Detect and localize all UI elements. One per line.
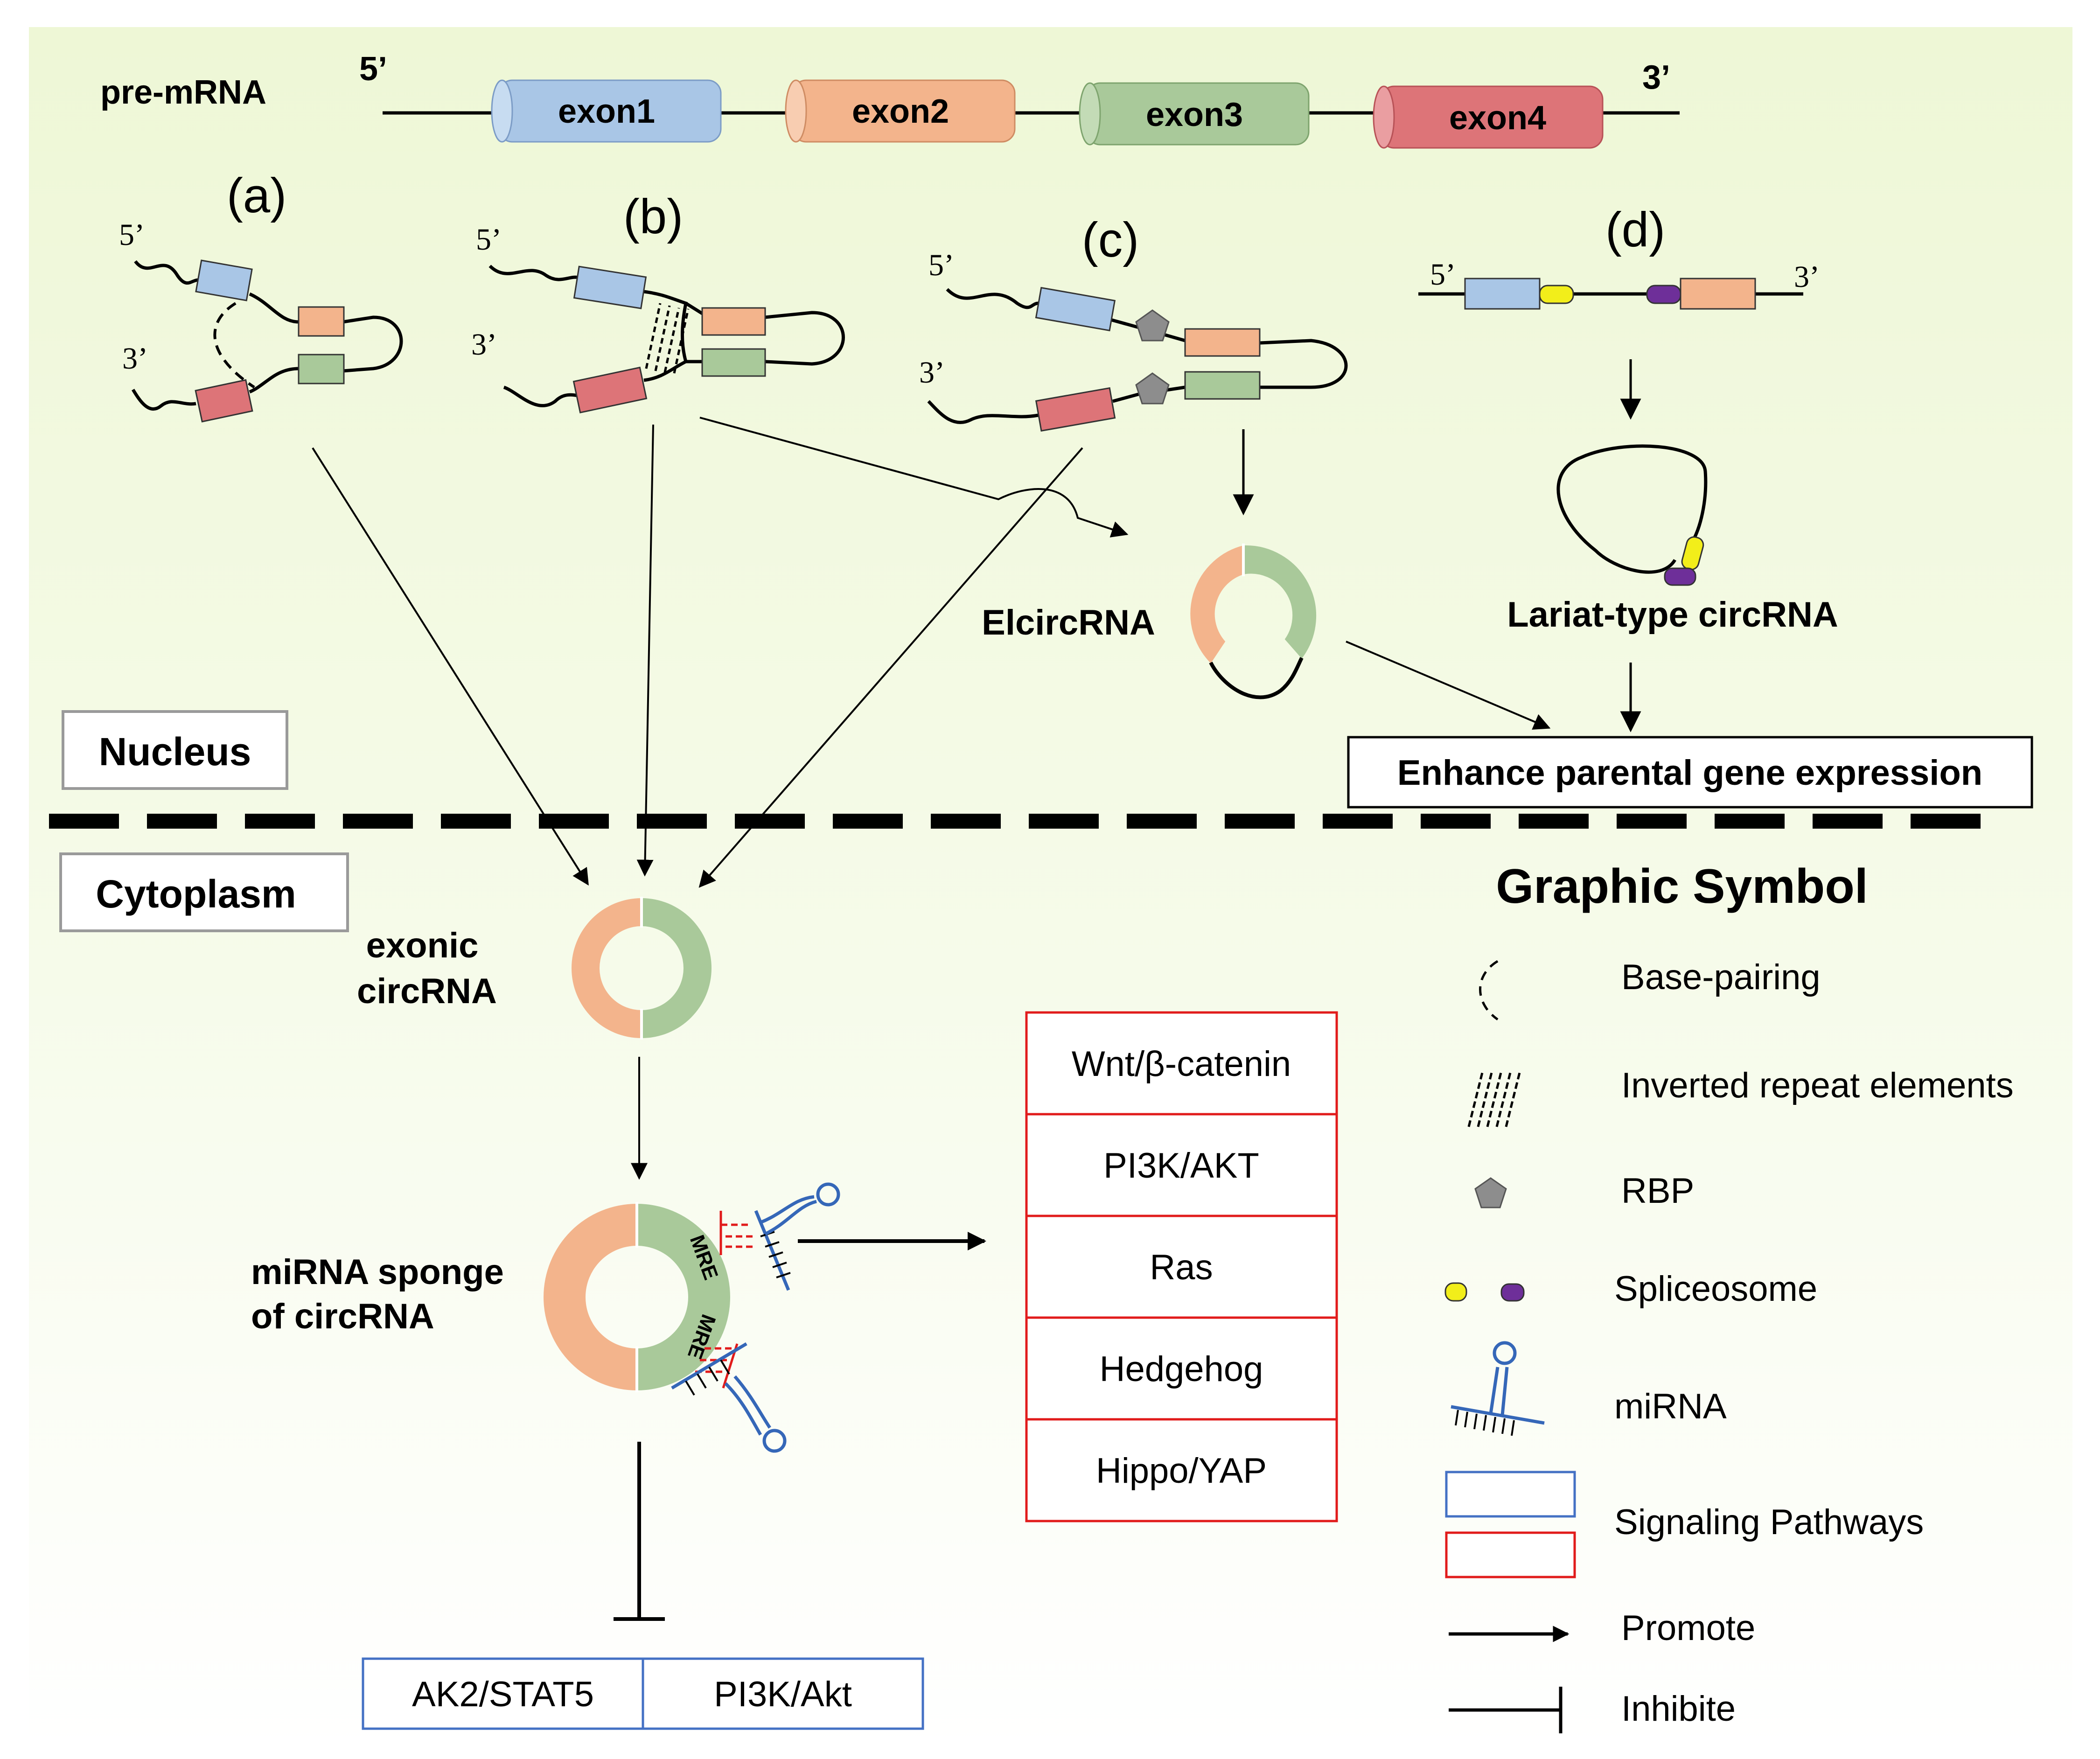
premrna-label: pre-mRNA [100, 74, 266, 111]
mechanism-b: (b) 5’ 3’ [471, 189, 845, 414]
exonic-circrna: exonic circRNA [357, 897, 712, 1040]
pathway-label: Hippo/YAP [1096, 1451, 1267, 1491]
sponge-label-line2: of circRNA [251, 1297, 434, 1336]
legend-label: Promote [1621, 1608, 1755, 1648]
exon2-label: exon2 [852, 93, 949, 130]
pathway-label: Ras [1150, 1248, 1213, 1287]
legend-label: RBP [1621, 1171, 1694, 1211]
inhibited-pathway-label: PI3K/Akt [714, 1675, 852, 1714]
premrna-strand: pre-mRNA 5’ 3’ exon1 exon2 exon3 exon4 [100, 50, 1680, 149]
mirna-icon [1451, 1341, 1545, 1436]
lariat-label: Lariat-type circRNA [1507, 595, 1838, 635]
mechanism-d-label: (d) [1605, 202, 1665, 257]
pathway-cell [1025, 1011, 1338, 1116]
pathway-cell [1025, 1215, 1338, 1319]
exonic-label-line2: circRNA [357, 971, 497, 1011]
mirna-sponge: MRE MRE [251, 1182, 840, 1453]
mechanism-c: (c) 5’ 3’ [919, 213, 1348, 432]
mirna-bottom [671, 1342, 787, 1453]
rbp-pentagon-bottom [1135, 372, 1170, 405]
cytoplasm-box: Cytoplasm [59, 852, 349, 932]
pathway-label: Hedgehog [1100, 1349, 1263, 1389]
mechanism-d-five-prime: 5’ [1430, 258, 1456, 292]
premrna-three-prime: 3’ [1642, 59, 1670, 96]
inhibited-pathway-label: AK2/STAT5 [412, 1675, 594, 1714]
exonic-label-line1: exonic [366, 926, 479, 965]
mechanism-a-label: (a) [227, 168, 286, 223]
mechanism-b-five-prime: 5’ [476, 223, 502, 257]
pathway-box-icon [1445, 1471, 1576, 1578]
legend: Graphic Symbol Base-pairing Inverted rep… [1444, 859, 2014, 1733]
exon2-cylinder: exon2 [785, 79, 1016, 143]
legend-label: miRNA [1614, 1387, 1727, 1426]
mechanism-d: (d) 5’ 3’ Lariat-type circRNA [1418, 202, 1838, 733]
exon1-cylinder: exon1 [491, 79, 722, 143]
enhance-box: Enhance parental gene expression [1347, 736, 2033, 809]
mechanism-b-label: (b) [623, 189, 683, 244]
inhibit-symbol [614, 1442, 665, 1621]
mirna-top [719, 1182, 840, 1291]
enhance-label: Enhance parental gene expression [1397, 753, 1982, 793]
exon4-cylinder: exon4 [1373, 85, 1604, 149]
premrna-five-prime: 5’ [359, 50, 387, 88]
mechanism-d-three-prime: 3’ [1794, 260, 1820, 294]
promoted-pathways: Wnt/β-catenin PI3K/AKT Ras Hedgehog Hipp… [1025, 1011, 1338, 1522]
sponge-label-line1: miRNA sponge [251, 1252, 504, 1292]
mechanism-c-label: (c) [1082, 213, 1139, 267]
mechanism-a-three-prime: 3’ [122, 342, 148, 376]
mechanism-b-three-prime: 3’ [471, 328, 497, 362]
legend-label: Spliceosome [1614, 1269, 1817, 1309]
rbp-pentagon-top [1135, 309, 1170, 342]
pathway-label: Wnt/β-catenin [1072, 1044, 1291, 1084]
pathway-cell [1025, 1418, 1338, 1522]
elcircrna: ElcircRNA [982, 429, 1551, 730]
mechanism-c-five-prime: 5’ [928, 248, 954, 282]
arrows-to-exonic [312, 417, 1129, 888]
legend-label: Signaling Pathways [1614, 1502, 1924, 1542]
cytoplasm-label: Cytoplasm [96, 872, 296, 916]
rbp-pentagon-icon [1474, 1177, 1507, 1208]
mechanism-a-five-prime: 5’ [119, 218, 145, 252]
elcircrna-label: ElcircRNA [982, 603, 1155, 642]
exon3-cylinder: exon3 [1079, 82, 1310, 146]
inhibited-pathways: AK2/STAT5 PI3K/Akt [362, 1657, 924, 1730]
exon4-label: exon4 [1449, 99, 1546, 137]
pathway-cell [1025, 1316, 1338, 1421]
exon3-label: exon3 [1146, 96, 1243, 133]
pathway-label: PI3K/AKT [1103, 1146, 1259, 1186]
mechanism-c-three-prime: 3’ [919, 356, 945, 390]
base-pairing-icon [1479, 960, 1499, 1021]
mechanism-a: (a) 5’ 3’ [119, 168, 403, 423]
nucleus-label: Nucleus [99, 730, 251, 774]
legend-title: Graphic Symbol [1496, 859, 1868, 914]
inhibit-bar-icon [1449, 1687, 1563, 1733]
legend-label: Inverted repeat elements [1621, 1066, 2014, 1105]
legend-label: Base-pairing [1621, 957, 1821, 997]
pathway-cell [1025, 1113, 1338, 1217]
legend-label: Inhibite [1621, 1689, 1736, 1729]
spliceosome-icon [1444, 1282, 1525, 1302]
lariat-loop [1556, 444, 1708, 574]
exon1-label: exon1 [558, 93, 655, 130]
nucleus-box: Nucleus [62, 710, 288, 790]
